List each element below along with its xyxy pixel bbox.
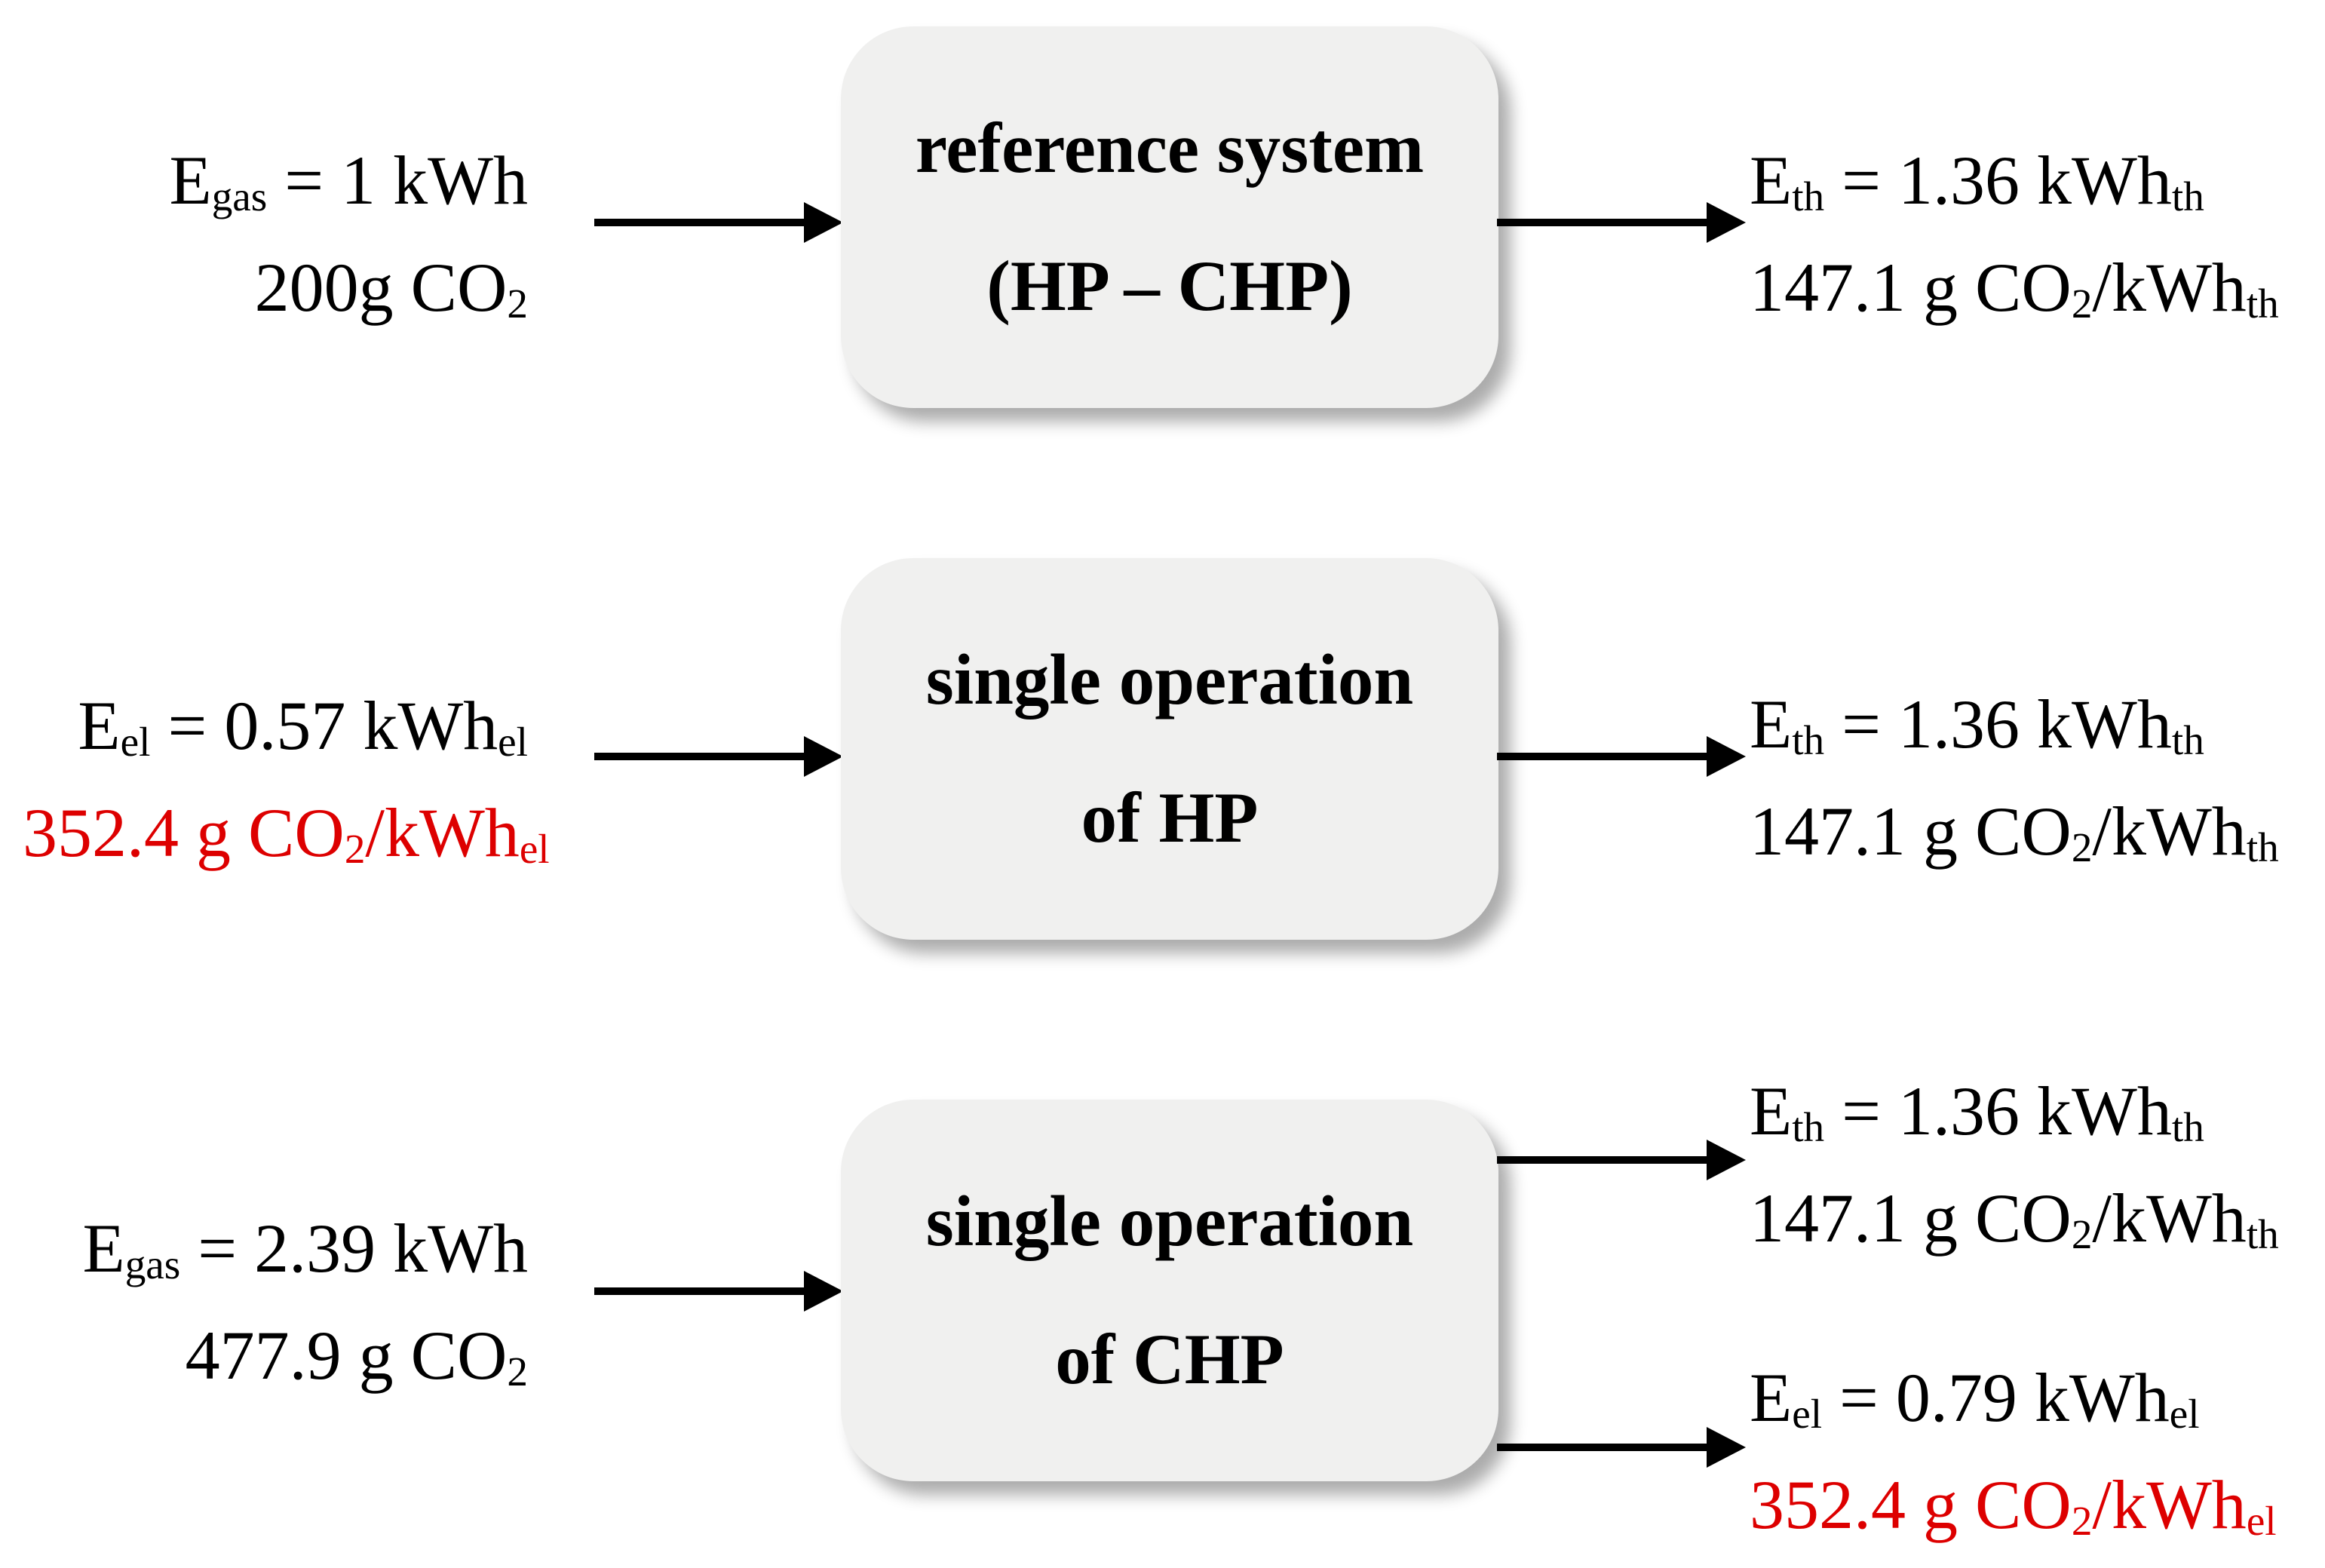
output-label-row3-electric-line2: 352.4 g CO2/kWhel: [1750, 1466, 2277, 1545]
output-arrow-row3-electric: [1497, 1426, 1746, 1468]
output-label-row1: Eth = 1.36 kWhth 147.1 g CO2/kWhth: [1750, 127, 2279, 341]
system-box-row1-label-line2: (HP – CHP): [986, 246, 1353, 326]
input-label-row2-line1: Eel = 0.57 kWhel: [78, 687, 528, 766]
output-label-row3-thermal-line2: 147.1 g CO2/kWhth: [1750, 1180, 2279, 1258]
input-label-row1-line1: Egas = 1 kWh: [169, 142, 529, 220]
output-arrow-row2-shaft: [1497, 753, 1713, 760]
input-arrow-row2-head-icon: [804, 736, 843, 777]
system-box-row2-label-line1: single operation: [925, 640, 1414, 720]
input-label-row2-line2: 352.4 g CO2/kWhel: [23, 794, 550, 873]
system-box-row2-label-line2: of HP: [1081, 778, 1259, 858]
output-arrow-row1: [1497, 201, 1746, 244]
input-label-row3-line2: 477.9 g CO2: [185, 1317, 528, 1395]
output-arrow-row3-electric-shaft: [1497, 1444, 1713, 1451]
output-label-row3-electric: Eel = 0.79 kWhel 352.4 g CO2/kWhel: [1750, 1344, 2277, 1558]
output-label-row2-line2: 147.1 g CO2/kWhth: [1750, 793, 2279, 871]
output-arrow-row2-head-icon: [1707, 736, 1746, 777]
input-arrow-row2: [594, 735, 843, 778]
input-arrow-row1-head-icon: [804, 202, 843, 243]
input-label-row3-line1: Egas = 2.39 kWh: [82, 1210, 529, 1288]
input-label-row3: Egas = 2.39 kWh 477.9 g CO2: [23, 1195, 529, 1409]
output-arrow-row1-head-icon: [1707, 202, 1746, 243]
system-box-row1: reference system (HP – CHP): [841, 26, 1498, 408]
system-box-row3-label-line2: of CHP: [1055, 1319, 1284, 1399]
output-arrow-row3-thermal-head-icon: [1707, 1140, 1746, 1180]
output-label-row2: Eth = 1.36 kWhth 147.1 g CO2/kWhth: [1750, 670, 2279, 885]
output-arrow-row3-electric-head-icon: [1707, 1427, 1746, 1468]
output-label-row3-thermal-line1: Eth = 1.36 kWhth: [1750, 1072, 2204, 1151]
input-arrow-row3: [594, 1270, 843, 1312]
input-arrow-row3-shaft: [594, 1287, 810, 1295]
output-label-row3-electric-line1: Eel = 0.79 kWhel: [1750, 1359, 2200, 1438]
input-label-row2: Eel = 0.57 kWhel 352.4 g CO2/kWhel: [23, 672, 550, 886]
output-label-row1-line1: Eth = 1.36 kWhth: [1750, 142, 2204, 220]
output-label-row1-line2: 147.1 g CO2/kWhth: [1750, 249, 2279, 327]
input-arrow-row2-shaft: [594, 753, 810, 760]
system-box-row3-label-line1: single operation: [925, 1181, 1414, 1261]
system-box-row3: single operation of CHP: [841, 1100, 1498, 1481]
output-arrow-row3-thermal: [1497, 1139, 1746, 1181]
output-label-row2-line1: Eth = 1.36 kWhth: [1750, 686, 2204, 764]
input-arrow-row1: [594, 201, 843, 244]
input-arrow-row1-shaft: [594, 219, 810, 226]
output-arrow-row3-thermal-shaft: [1497, 1156, 1713, 1164]
output-label-row3-thermal: Eth = 1.36 kWhth 147.1 g CO2/kWhth: [1750, 1057, 2279, 1272]
output-arrow-row2: [1497, 735, 1746, 778]
system-box-row1-label-line1: reference system: [915, 108, 1425, 188]
input-label-row1: Egas = 1 kWh 200g CO2: [23, 127, 529, 341]
input-arrow-row3-head-icon: [804, 1271, 843, 1312]
input-label-row1-line2: 200g CO2: [254, 249, 528, 327]
system-box-row2: single operation of HP: [841, 558, 1498, 940]
output-arrow-row1-shaft: [1497, 219, 1713, 226]
